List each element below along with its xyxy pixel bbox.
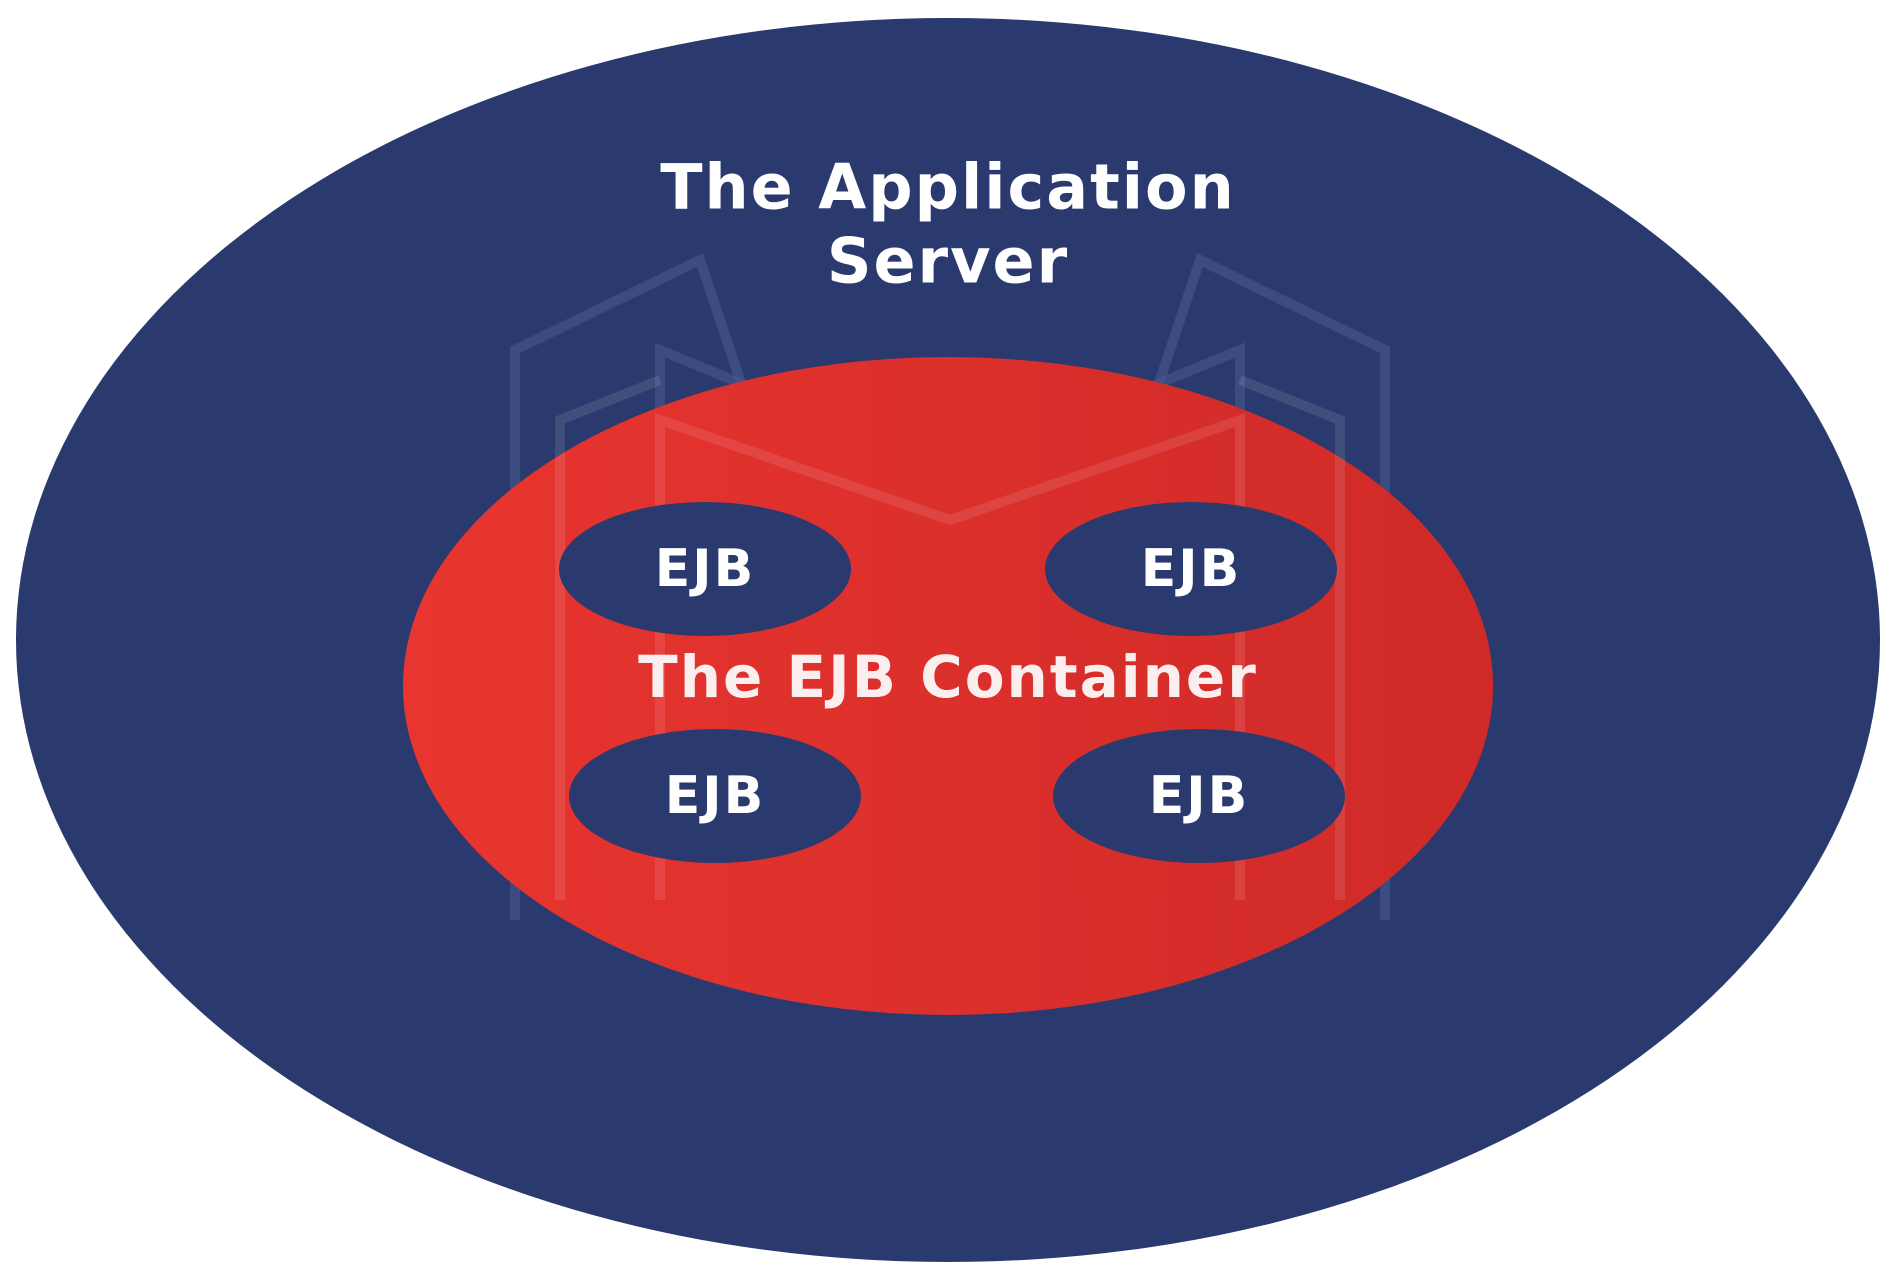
ejb-container-title: The EJB Container xyxy=(638,643,1258,712)
ejb-label-top-left: EJB xyxy=(654,538,756,599)
application-server-title-line2: Server xyxy=(826,225,1070,298)
ejb-ellipse-top-left xyxy=(559,502,851,636)
ejb-label-bottom-right: EJB xyxy=(1148,765,1250,826)
ejb-ellipse-top-right xyxy=(1045,502,1337,636)
ejb-label-bottom-left: EJB xyxy=(664,765,766,826)
application-server-title: The Application Server xyxy=(660,151,1236,300)
application-server-title-line1: The Application xyxy=(660,150,1236,224)
ejb-ellipse-bottom-right xyxy=(1053,729,1345,863)
ejb-ellipse-bottom-left xyxy=(569,729,861,863)
ejb-label-top-right: EJB xyxy=(1140,538,1242,599)
